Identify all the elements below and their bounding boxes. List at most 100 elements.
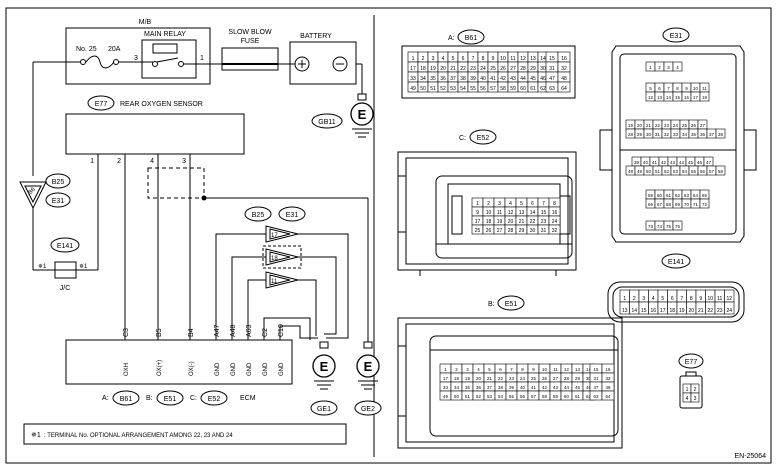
e31-pin-10: 10 [693,86,698,91]
e141-pin-7: 7 [680,296,683,302]
e31-pin-2: 2 [658,65,661,70]
tri-pin-11: 11 [271,279,278,285]
e51-pin-46: 46 [586,385,591,390]
e31-pin-3: 3 [667,65,670,70]
e31-pin-51: 51 [655,169,660,174]
e51-pin-23: 23 [509,376,514,381]
e141-pin-17: 17 [660,308,666,314]
e51-pin-34: 34 [454,385,459,390]
e31-pin-47: 47 [706,160,711,165]
e51-pin-30: 30 [586,376,591,381]
e52-pin-32: 32 [552,228,558,234]
e51-pin-33: 33 [443,385,448,390]
e141-pin-22: 22 [707,308,713,314]
e31-pin-37: 37 [709,132,714,137]
ecm-pin-func-A48: GND [231,362,237,376]
b61-pin-20: 20 [440,66,446,72]
slow-blow-label-1: SLOW BLOW [228,29,272,36]
ecm-pin-func-B5: OX(+) [157,360,163,376]
b61-pin-48: 48 [561,76,567,82]
e51-pin-1: 1 [444,367,447,372]
e51-pin-64-cell [601,390,615,401]
e52-label: E52 [477,135,490,142]
b61-pin-8: 8 [482,56,485,62]
e31-pin-18-cell [699,91,710,102]
e31-pin-63: 63 [684,193,689,198]
b61-pin-60: 60 [520,86,526,92]
e52-pin-22: 22 [530,219,536,225]
ge2-label: GE2 [361,406,375,413]
b61-pin-19: 19 [430,66,436,72]
b61-pin-40: 40 [480,76,486,82]
b61-pin-45: 45 [530,76,536,82]
legend-b-badge [156,390,184,406]
e141-pin-19: 19 [679,308,685,314]
e52-pin-21: 21 [519,219,525,225]
e52-pin-1: 1 [476,201,479,207]
e52-pin-24: 24 [552,219,558,225]
e31-pin-52: 52 [664,169,669,174]
ecm-pin-func-B4: OX(-) [189,361,195,376]
e31-pin-34: 34 [682,132,687,137]
jc-star-right: ✵1 [79,263,88,270]
e31-label-right: E31 [670,33,683,40]
wire-11-ge1 [298,279,317,336]
e31-pin-60: 60 [657,193,662,198]
e52-pin-19: 19 [497,219,503,225]
b61-pin-15: 15 [549,56,555,62]
ecm-pin-func-A63: GND [247,362,253,376]
ground-letter-ge2: E [364,359,373,374]
e51-pin-59: 59 [553,394,558,399]
b61-pin-46: 46 [540,76,546,82]
b61-pin-53: 53 [450,86,456,92]
b61-pin-9: 9 [492,56,495,62]
e52-pin-10: 10 [486,210,492,216]
e51-pin-17: 17 [443,376,448,381]
ecm-pin-code-C2: C2 [262,328,269,337]
e52-pin-8: 8 [553,201,556,207]
fuse-element [85,55,115,69]
e51-pin-55: 55 [509,394,514,399]
e31-pin-15: 15 [675,95,680,100]
e31-pin-40: 40 [643,160,648,165]
connector-b86-inner [24,185,42,204]
e31-pin-6: 6 [658,86,661,91]
b61-pin-6: 6 [462,56,465,62]
e51-pin-38: 38 [498,385,503,390]
b61-pin-62: 62 [540,86,546,92]
b61-pin-22: 22 [460,66,466,72]
gb11-terminal [357,93,367,101]
battery-label: BATTERY [300,33,332,40]
e51-pin-51: 51 [465,394,470,399]
e51-pin-27: 27 [553,376,558,381]
e51-pin-12: 12 [564,367,569,372]
ecm-pin-code-A47: A47 [214,324,221,337]
wire-a48 [231,256,266,340]
b61-pin-59: 59 [510,86,516,92]
e31-pin-58: 58 [718,169,723,174]
e31-pin-38-cell [715,128,726,139]
legend-c-label: E52 [208,396,221,403]
ecm-pin-code-C3: C3 [123,328,130,337]
relay-switch-arm [156,57,179,63]
ecm-pin-group: C3OXHB5OX(+)B4OX(-)A47GNDA48GNDA63GNDC2G… [123,324,285,376]
e51-pin-42: 42 [542,385,547,390]
e52-prefix: C: [459,135,466,142]
ecm-pin-func-C2: GND [263,362,269,376]
b61-pin-64-cell [557,81,571,93]
e31-pin-64: 64 [693,193,698,198]
b61-pin-12: 12 [520,56,526,62]
e77-pin-4: 4 [686,396,689,402]
e31-pin-42: 42 [661,160,666,165]
e31-pin-11: 11 [702,86,707,91]
e141-label-right: E141 [668,259,684,266]
b61-pin-58: 58 [500,86,506,92]
e31-pin-65: 65 [702,193,707,198]
slow-blow-fuse-box [221,47,279,71]
ge2-terminal [363,341,373,349]
legend-b-label: E51 [164,396,177,403]
b61-pin-37: 37 [450,76,456,82]
